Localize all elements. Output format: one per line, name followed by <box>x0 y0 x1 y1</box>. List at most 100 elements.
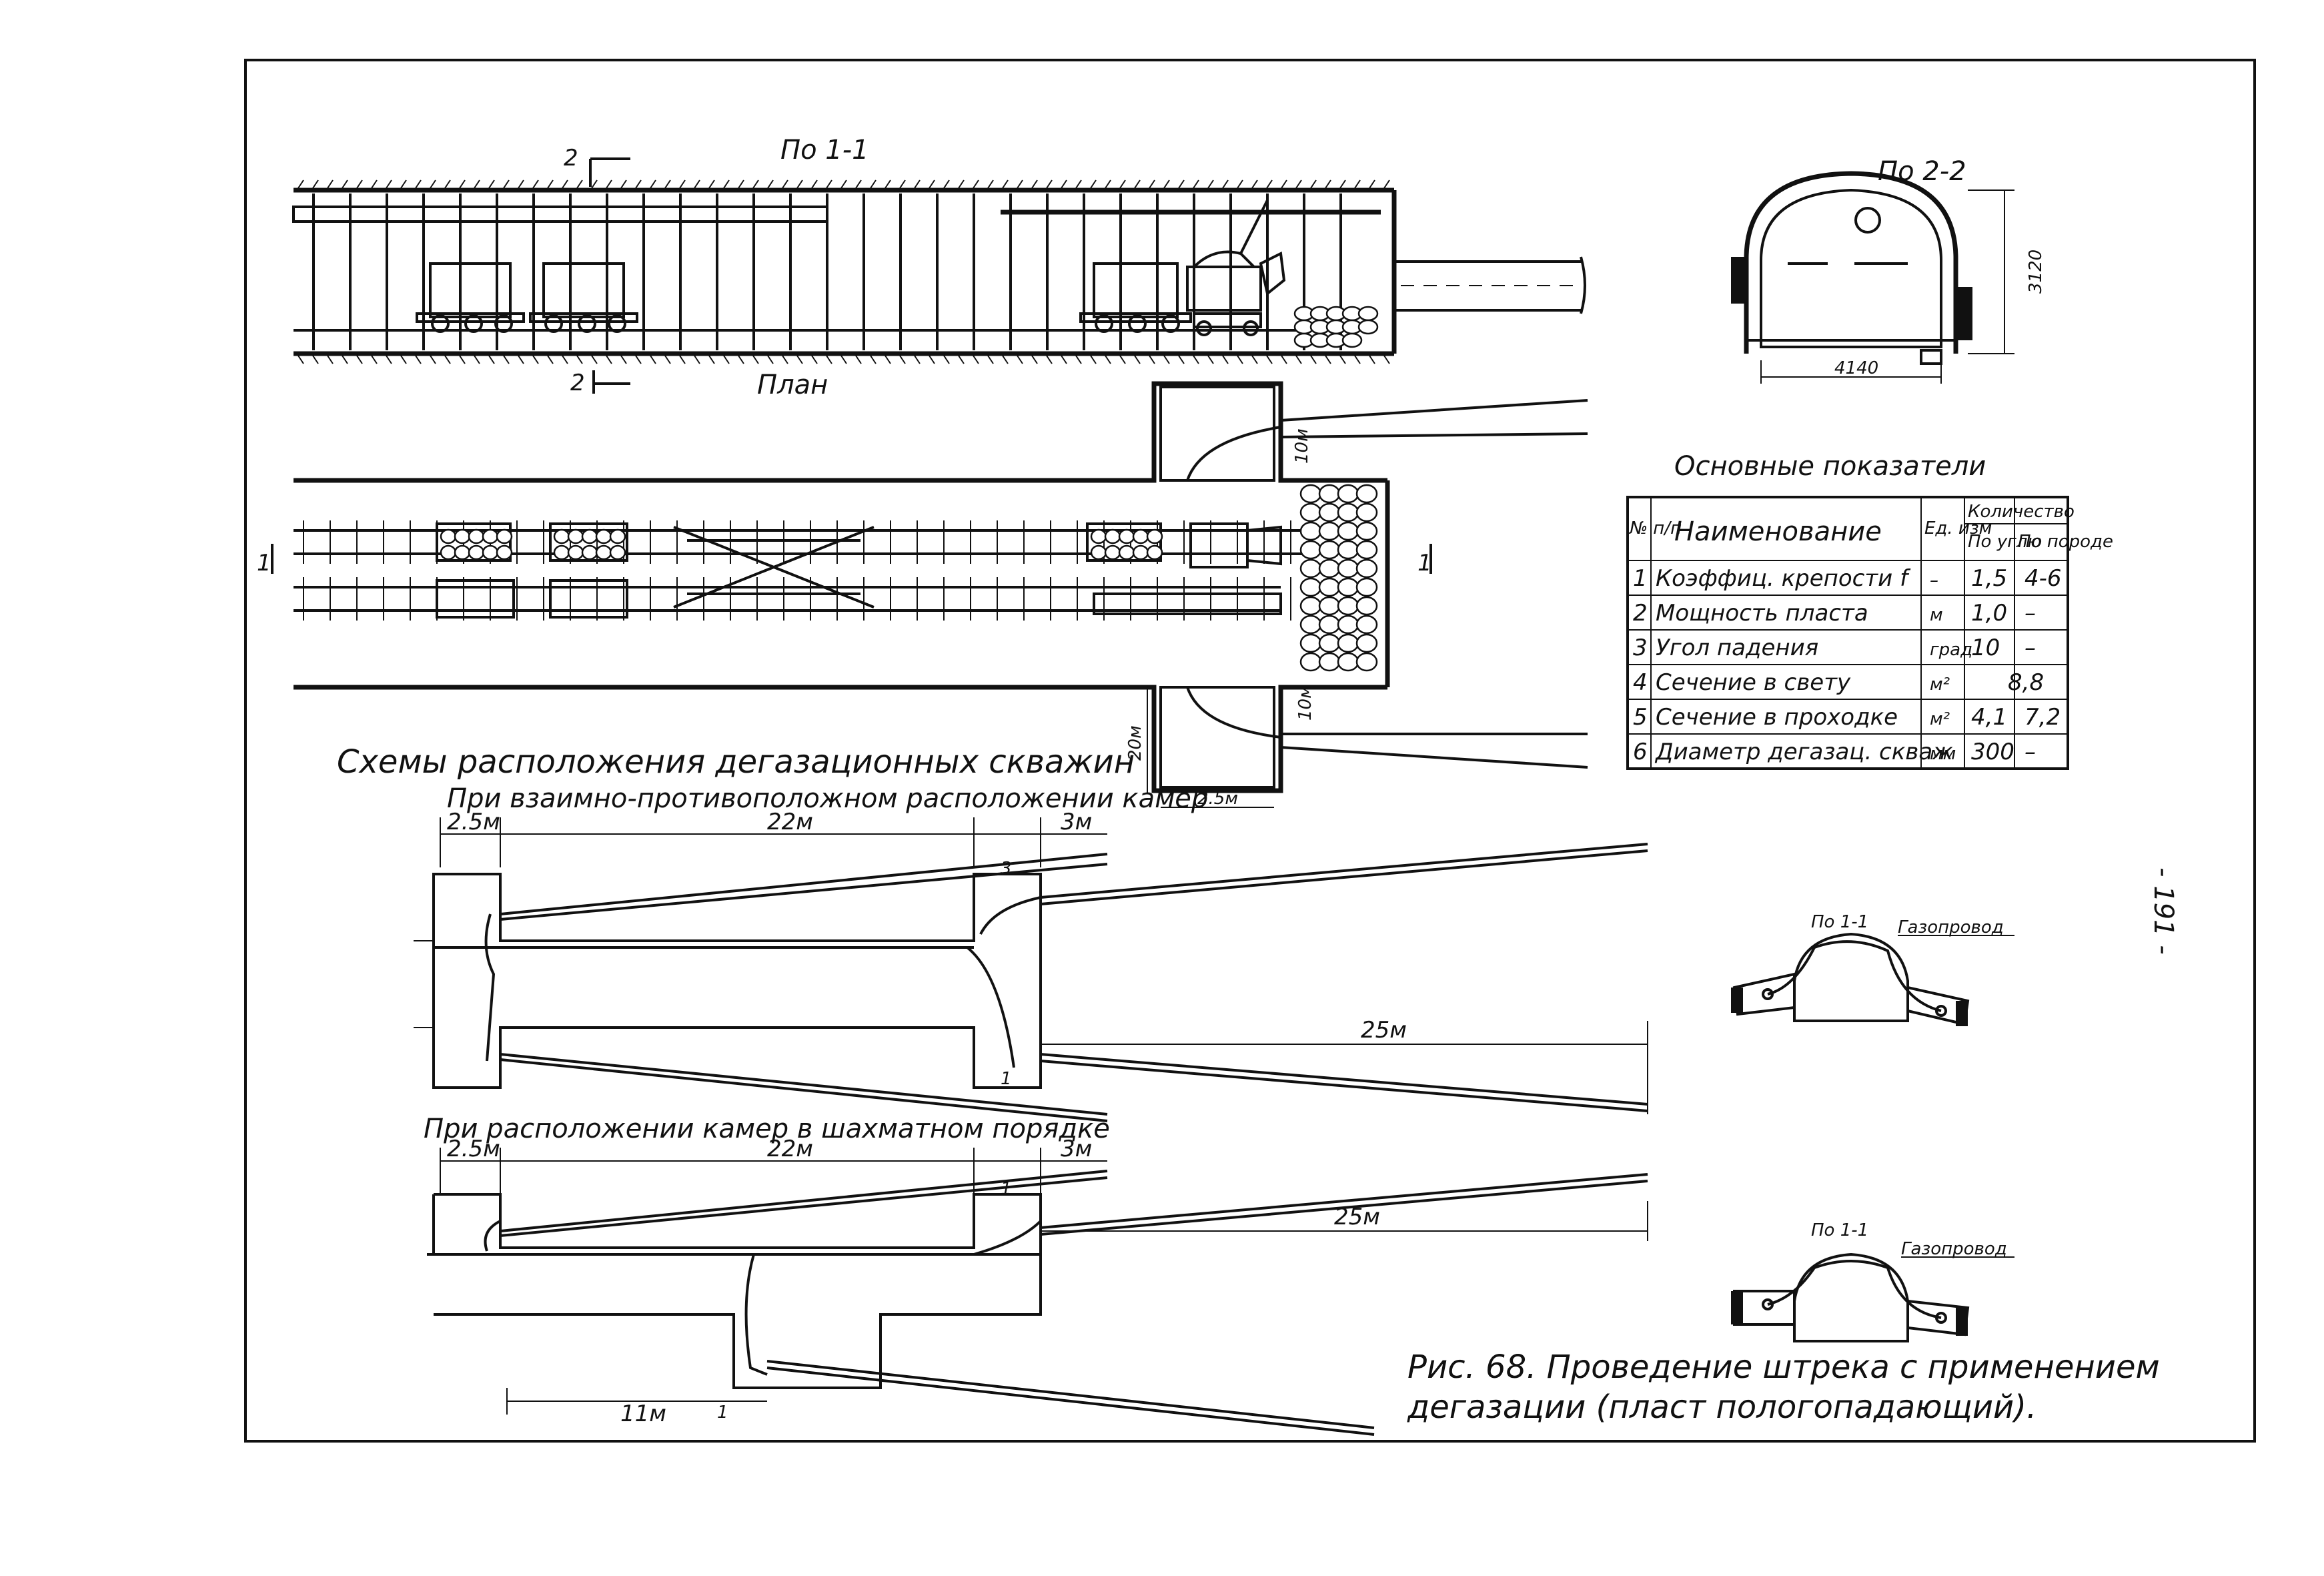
borehole <box>766 1366 1375 1436</box>
rock-lump <box>1299 558 1322 578</box>
chamber-pipe <box>484 1220 501 1252</box>
page-number: - 191 - <box>2148 867 2179 955</box>
loaded-car <box>549 522 628 562</box>
rock-lump <box>553 528 570 544</box>
scheme1-title: При взаимно-противоположном расположении… <box>447 783 1208 814</box>
rock-lump <box>482 528 499 544</box>
detail-label: По 1-1 <box>1811 912 1868 932</box>
rock-lump <box>1355 558 1378 578</box>
row-value-rock: 4-6 <box>2024 565 2062 592</box>
rock-lump <box>440 528 457 544</box>
rock-lump <box>496 544 513 560</box>
row-name: Сечение в проходке <box>1656 704 1898 731</box>
rail-sleepers <box>303 520 1291 621</box>
rock-lump <box>1318 484 1341 504</box>
track-crossover <box>673 526 875 609</box>
empty-car <box>549 579 628 619</box>
col-rock-header: По породе <box>2018 532 2113 552</box>
dim-25m: 25м <box>1361 1017 1407 1044</box>
rock-lump <box>1318 558 1341 578</box>
rock-lump <box>482 544 499 560</box>
rock-lump <box>581 528 598 544</box>
rock-lump <box>1337 652 1359 672</box>
row-value-merged: 8,8 <box>2008 669 2044 696</box>
borehole <box>1040 849 1648 905</box>
row-unit: м <box>1930 605 1943 625</box>
rock-lump <box>609 544 626 560</box>
rock-pile <box>1293 306 1379 348</box>
rock-lump <box>1299 596 1322 616</box>
rock-lump <box>1118 528 1135 544</box>
rock-lump <box>1318 596 1341 616</box>
arch-section-2-2: По 2-2 3120 4140 <box>1731 156 2046 384</box>
borehole <box>500 1176 1108 1237</box>
table-grid <box>1626 496 2069 770</box>
chamber-pipe <box>1186 426 1281 481</box>
arch-block-left <box>1731 257 1748 304</box>
rock-lump <box>595 544 612 560</box>
side-section-1-1: По 1-1 2 2 <box>292 135 1586 396</box>
cut-mark-2-top: 2 <box>564 145 578 171</box>
loaded-car <box>1086 522 1162 562</box>
row-value-coal: 1,5 <box>1971 565 2007 592</box>
borehole <box>766 1360 1375 1429</box>
rock-lump <box>1337 633 1359 653</box>
scheme1-gallery <box>432 873 1042 1089</box>
dim-22m: 22м <box>767 809 813 835</box>
rock-lump <box>1318 633 1341 653</box>
rock-lump <box>468 544 485 560</box>
rock-lump <box>440 544 457 560</box>
scheme2-gallery-top <box>434 1193 1042 1389</box>
rock-lump <box>1341 332 1363 348</box>
rock-lump <box>609 528 626 544</box>
cut-mark-1-left: 1 <box>257 550 271 576</box>
row-value-coal: 1,0 <box>1971 600 2007 627</box>
ventilation-duct <box>1854 207 1881 234</box>
rock-lump <box>595 528 612 544</box>
table-title: Основные показатели <box>1674 451 1986 482</box>
schemes-heading: Схемы расположения дегазационных скважин <box>337 743 1135 781</box>
chamber-pipe <box>1186 687 1281 739</box>
cut-mark-1-right: 1 <box>1417 550 1432 576</box>
chamber-bottom <box>1159 686 1275 789</box>
rock-lump <box>1299 521 1322 541</box>
row-num: 4 <box>1633 669 1648 696</box>
row-unit: м² <box>1930 709 1950 729</box>
plan-gallery-top <box>294 381 1387 483</box>
section-2-2-label: По 2-2 <box>1878 156 1966 187</box>
borehole <box>500 1053 1108 1116</box>
row-num: 3 <box>1633 635 1648 661</box>
chamber-pipe <box>484 913 496 1062</box>
detail-arch <box>1793 932 1909 1022</box>
mine-car <box>1079 262 1192 333</box>
borehole <box>1280 432 1588 438</box>
rock-lump <box>1299 484 1322 504</box>
mine-car <box>529 262 638 333</box>
break-line <box>1580 256 1586 314</box>
detail-arch <box>1793 1252 1909 1342</box>
roof-hatching <box>296 179 1390 191</box>
rock-lump <box>454 528 471 544</box>
mark-1: 1 <box>1001 1069 1012 1089</box>
loading-machine <box>1186 200 1286 336</box>
plan-gallery-bottom <box>294 685 1387 793</box>
rock-lump <box>1355 615 1378 635</box>
loaded-car <box>436 522 512 562</box>
plan-view: План 1 1 <box>257 370 1588 809</box>
row-name: Сечение в свету <box>1656 669 1851 696</box>
dim-20m: 20м <box>1125 725 1145 761</box>
section-1-1-label: По 1-1 <box>780 135 869 165</box>
rock-lump <box>1355 596 1378 616</box>
mark-1: 1 <box>717 1403 728 1423</box>
rock-lump <box>1355 484 1378 504</box>
scheme-2: 2.5м 22м 3м 25м 11м 1 1 <box>427 1136 1648 1436</box>
gas-pipe-label: Газопровод <box>1898 917 2004 937</box>
rock-lump <box>1355 577 1378 597</box>
dim-height-2-2: 3120 <box>2026 250 2046 294</box>
col-unit-header: Ед. изм <box>1924 518 1992 538</box>
borehole <box>1040 1053 1648 1106</box>
gas-pipe-label: Газопровод <box>1901 1239 2007 1259</box>
